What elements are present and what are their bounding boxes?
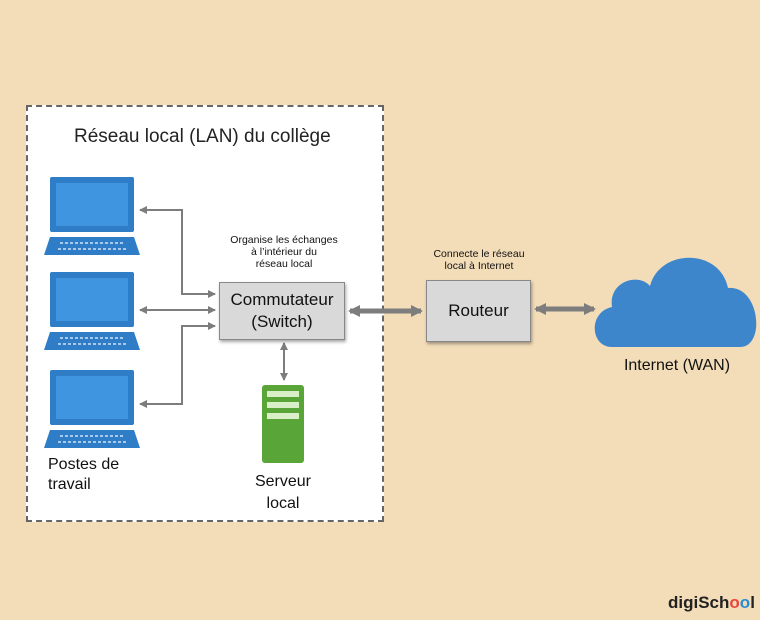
logo-suffix: l bbox=[750, 593, 755, 612]
server-icon bbox=[262, 385, 304, 463]
switch-box: Commutateur (Switch) bbox=[219, 282, 345, 340]
router-note: Connecte le réseau local à Internet bbox=[433, 248, 525, 272]
internet-label: Internet (WAN) bbox=[623, 357, 731, 374]
server-label: Serveur local bbox=[254, 473, 312, 512]
workstation-2-icon bbox=[44, 272, 140, 350]
router-box: Routeur bbox=[426, 280, 531, 342]
logo-o1: o bbox=[729, 593, 740, 612]
digischool-logo: digiSchool bbox=[668, 593, 755, 613]
logo-o2: o bbox=[739, 593, 751, 612]
logo-prefix: digiSch bbox=[668, 593, 730, 612]
workstations-label: Postes de travail bbox=[48, 456, 120, 493]
link-workstation-3 bbox=[139, 322, 216, 408]
link-workstation-1 bbox=[139, 206, 216, 298]
workstation-1-icon bbox=[44, 177, 140, 255]
workstation-3-icon bbox=[44, 370, 140, 448]
lan-title: Réseau local (LAN) du collège bbox=[74, 126, 331, 147]
cloud-icon bbox=[594, 257, 757, 347]
switch-note: Organise les échanges à l’intérieur du r… bbox=[230, 234, 338, 270]
